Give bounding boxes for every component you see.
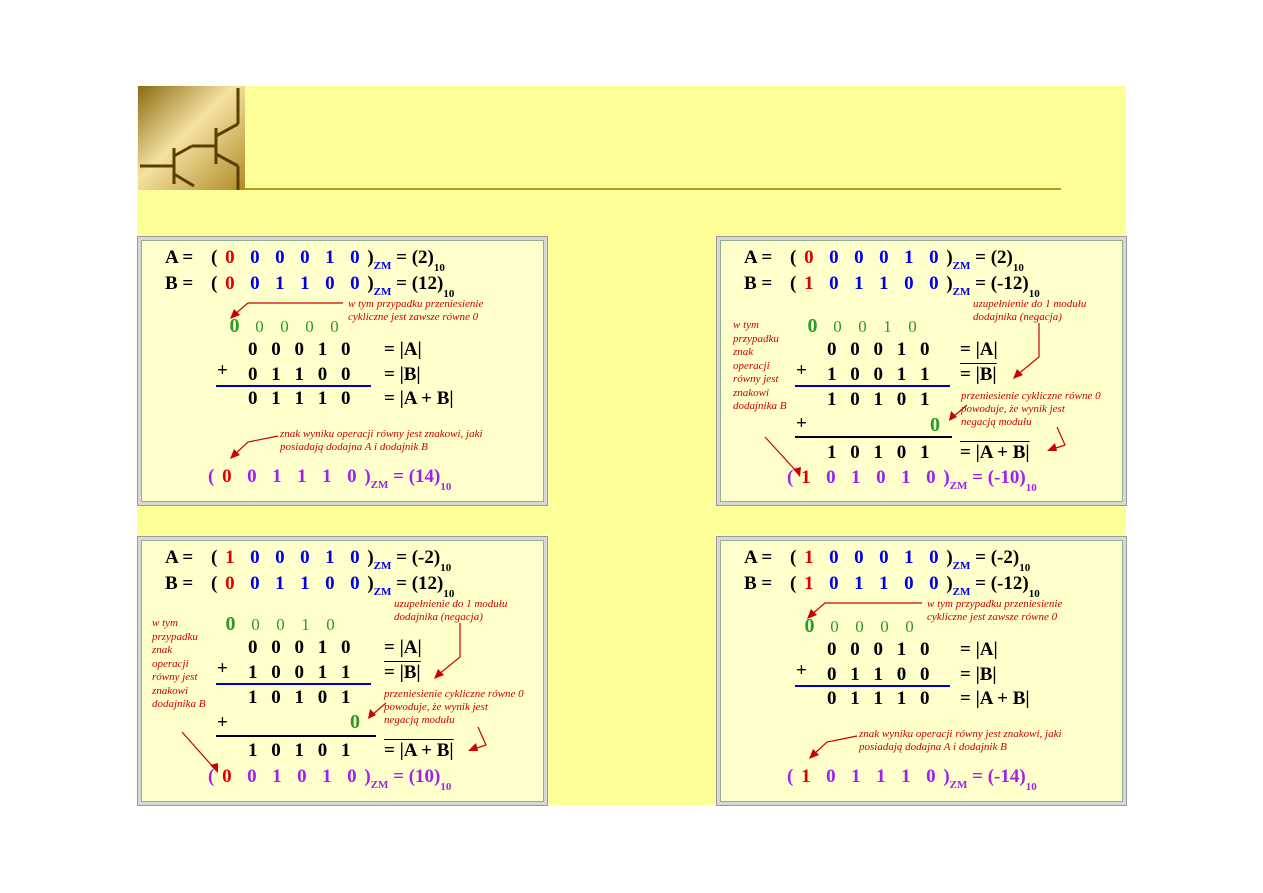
row-a: 0 0 0 1 0 [248, 637, 351, 658]
row-b-label: = |B| [384, 364, 421, 385]
plus-sign: + [796, 660, 807, 681]
b-label: B = [165, 573, 194, 594]
note-sign: znak wyniku operacji równy jest znakowi,… [859, 728, 1062, 753]
title-underline [245, 188, 1061, 190]
note-cyclic: przeniesienie cykliczne równe 0 powoduje… [961, 390, 1101, 428]
note-negation: uzupełnienie do 1 modułu dodajnika (nega… [973, 298, 1087, 323]
row-a-label: = |A| [384, 339, 422, 360]
sum-line [795, 385, 950, 387]
plus-sign: + [217, 658, 228, 679]
row-final: 1 0 1 0 1 [827, 442, 930, 463]
note-cyclic: przeniesienie cykliczne równe 0 powoduje… [384, 688, 524, 726]
sum-line [216, 385, 371, 387]
a-label: A = [165, 247, 194, 268]
carry-bit: 0 [350, 711, 360, 733]
row-sum-label: = |A + B| [384, 388, 454, 409]
row-partial: 1 0 1 0 1 [248, 687, 351, 708]
row-a: 0 0 0 1 0 [827, 639, 930, 660]
row-b: 0 1 1 0 0 [248, 364, 351, 385]
final-line [216, 735, 376, 737]
row-b-neg: 1 0 0 1 1 [248, 662, 351, 683]
b-label: B = [744, 573, 773, 594]
b-label: B = [165, 273, 194, 294]
sum-line [795, 685, 950, 687]
row-a-label: = |A| [384, 637, 422, 658]
note-negation: uzupełnienie do 1 modułu dodajnika (nega… [394, 598, 508, 623]
row-b-label: = |B| [960, 364, 997, 385]
row-b: 0 1 1 0 0 [827, 664, 930, 685]
a-label: A = [744, 547, 773, 568]
note-sign-b: w tym przypadku znak operacji równy jest… [733, 319, 787, 412]
carry-bit: 0 [930, 414, 940, 436]
row-a: 0 0 0 1 0 [827, 339, 930, 360]
b-label: B = [744, 273, 773, 294]
transistor-logo [138, 86, 245, 190]
plus-sign-2: + [217, 712, 228, 733]
final-line [795, 436, 952, 438]
row-final: 1 0 1 0 1 [248, 740, 351, 761]
row-b-neg: 1 0 0 1 1 [827, 364, 930, 385]
row-final-label: = |A + B| [960, 442, 1030, 463]
row-sum: 0 1 1 1 0 [827, 688, 930, 709]
note-sign-b: w tym przypadku znak operacji równy jest… [152, 617, 206, 710]
row-b-label: = |B| [960, 664, 997, 685]
row-sum: 0 1 1 1 0 [248, 388, 351, 409]
plus-sign: + [217, 360, 228, 381]
plus-sign-2: + [796, 413, 807, 434]
row-a-label: = |A| [960, 639, 998, 660]
row-sum-label: = |A + B| [960, 688, 1030, 709]
note-carry: w tym przypadku przeniesienie cykliczne … [348, 298, 484, 323]
note-carry: w tym przypadku przeniesienie cykliczne … [927, 598, 1063, 623]
a-label: A = [165, 547, 194, 568]
row-a: 0 0 0 1 0 [248, 339, 351, 360]
note-sign: znak wyniku operacji równy jest znakowi,… [280, 428, 483, 453]
row-final-label: = |A + B| [384, 740, 454, 761]
row-a-label: = |A| [960, 339, 998, 360]
sum-line [216, 683, 371, 685]
plus-sign: + [796, 360, 807, 381]
a-label: A = [744, 247, 773, 268]
row-b-label: = |B| [384, 662, 421, 683]
row-partial: 1 0 1 0 1 [827, 389, 930, 410]
